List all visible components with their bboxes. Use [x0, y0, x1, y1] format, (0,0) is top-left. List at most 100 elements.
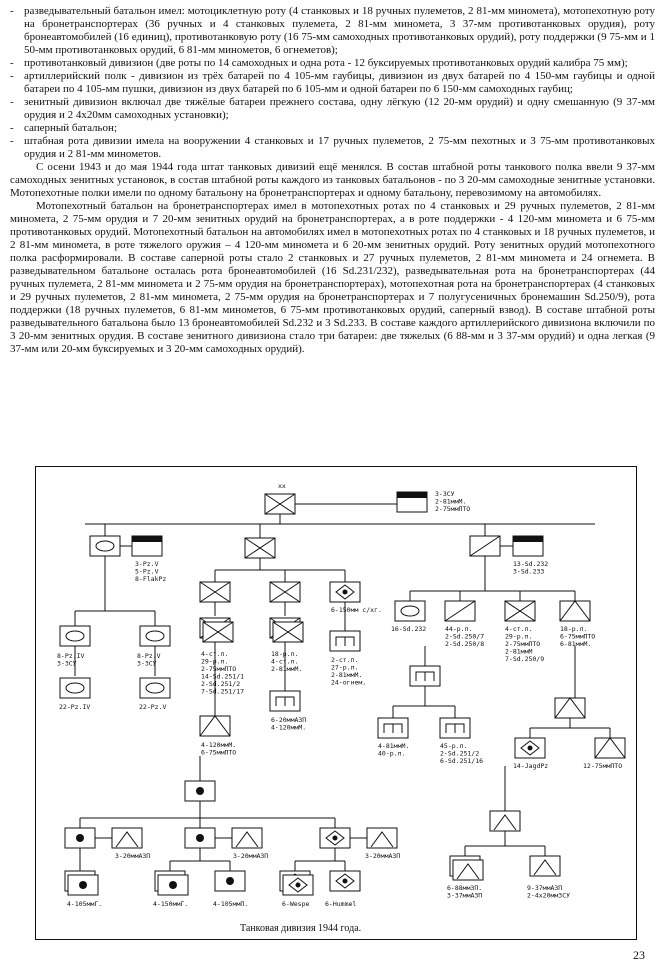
engineer-company-2: [439, 717, 471, 739]
label-line: 2-81ммМ.: [271, 665, 302, 673]
artillery-aa-3: [366, 827, 398, 849]
label-line: 2-Sd.250/8: [445, 640, 484, 648]
label-line: 2-75ммПТО: [201, 665, 236, 673]
label-line: 6-Sd.251/16: [440, 757, 483, 765]
label-line: 2-81ммМ.: [435, 498, 466, 506]
howitzer-battery-150-stack: [157, 874, 189, 896]
tank-company-2: [139, 677, 171, 699]
art-aa1-label: 3-20ммАЗП: [115, 852, 150, 860]
list-item: -артиллерийский полк - дивизион из трёх …: [10, 70, 655, 95]
label-line: 6-75ммПТО: [201, 749, 236, 757]
label-line: 3-37ммАЗП: [447, 892, 482, 900]
at-jagd-label: 14-JagdPz: [513, 762, 548, 770]
tank-co2-label: 22-Pz.V: [139, 703, 166, 711]
label-line: 22-Pz.V: [139, 703, 166, 711]
label-line: 4-120ммМ.: [201, 741, 236, 749]
list-item: -штабная рота дивизии имела на вооружени…: [10, 135, 655, 160]
inf2-co-label: 18-р.п.4-ст.п.2-81ммМ.: [271, 650, 302, 673]
label-line: 2-ст.п.: [331, 656, 358, 664]
label-line: 7-Sd.251/17: [201, 688, 244, 696]
towed-antitank-company: [594, 737, 626, 759]
label-line: 18-р.п.: [560, 625, 587, 633]
body-text: -разведывательный батальон имел: мотоцик…: [10, 5, 655, 356]
infantry-company-apc-stack: [202, 621, 234, 643]
label-line: 9-37ммАЗП: [527, 884, 562, 892]
infantry-company-truck-stack: [272, 621, 304, 643]
label-line: 14-JagdPz: [513, 762, 548, 770]
eng-co-label: 2-ст.п.27-р.п.2-81ммМ.24-огнем.: [331, 656, 366, 687]
label-line: 4-150ммГ.: [153, 900, 188, 908]
label-line: 6-150мм с/хг.: [331, 606, 382, 614]
paragraph: С осени 1943 и до мая 1944 года штат тан…: [10, 161, 655, 199]
art-g3-label: 4-105ммП.: [213, 900, 248, 908]
recon-company-apc: [444, 600, 476, 622]
howitzer-battery-105-stack: [67, 874, 99, 896]
art-g1-label: 4-105ммГ.: [67, 900, 102, 908]
engineer-battalion: [409, 665, 441, 687]
recon-hq-company: [512, 535, 544, 557]
art-g2-label: 4-150ммГ.: [153, 900, 188, 908]
label-line: 2-Sd.250/7: [445, 633, 484, 641]
infantry-regiment: [244, 537, 276, 559]
gun-battery-105: [214, 870, 246, 892]
label-line: 6-75ммПТО: [560, 633, 595, 641]
label-line: 45-р.п.: [440, 742, 467, 750]
label-line: 3-ЗСУ: [137, 660, 157, 668]
label-line: 4-81ммМ.: [378, 742, 409, 750]
label-line: 29-р.п.: [505, 633, 532, 641]
list-item: -саперный батальон;: [10, 122, 118, 134]
aa-battalion: [489, 810, 521, 832]
label-line: 44-р.п.: [445, 625, 472, 633]
aa-heavy-label: 6-88ммЗП.3-37ммАЗП: [447, 884, 482, 900]
recon-infantry-company: [504, 600, 536, 622]
label-line: 22-Pz.IV: [59, 703, 90, 711]
label-line: 6-Wespe: [282, 900, 309, 908]
label-line: 2-Sd.251/2: [201, 680, 240, 688]
division-hq: xx: [264, 482, 296, 515]
aa-heavy-battery-stack: [452, 859, 484, 881]
label-line: 6-20ммАЗП: [271, 716, 306, 724]
paragraph: Мотопехотный батальон на бронетранспорте…: [10, 200, 655, 355]
art-hummel-label: 6-Hummel: [325, 900, 356, 908]
diagram-caption: Танковая дивизия 1944 года.: [240, 923, 361, 934]
aa-light-battery: [529, 855, 561, 877]
label-line: 6-Hummel: [325, 900, 356, 908]
list-item: -зенитный дивизион включал две тяжёлые б…: [10, 96, 655, 121]
tank-regiment: [89, 535, 121, 557]
list-item: -разведывательный батальон имел: мотоцик…: [10, 5, 655, 56]
label-line: 12-75ммПТО: [583, 762, 622, 770]
label-line: 6-81ммМ.: [560, 640, 591, 648]
label-line: 3-20ммАЗП: [365, 852, 400, 860]
recon-battalion: [469, 535, 501, 557]
label-line: 3-20ммАЗП: [115, 852, 150, 860]
antitank-battalion: [554, 697, 586, 719]
division-hq-company: [396, 491, 428, 513]
inf1-sup-label: 4-120ммМ.6-75ммПТО: [201, 741, 236, 757]
label-line: 16-Sd.232: [391, 625, 426, 633]
label-line: 3-Sd.233: [513, 568, 544, 576]
label-line: 3-ЗСУ: [57, 660, 77, 668]
label-line: 14-Sd.251/1: [201, 673, 244, 681]
label-line: 5-Pz.V: [135, 568, 159, 576]
art-wespe-label: 6-Wespe: [282, 900, 309, 908]
gun-co-label: 6-150мм с/хг.: [331, 606, 382, 614]
infantry-battalion-apc: [199, 581, 231, 603]
label-line: 3-20ммАЗП: [233, 852, 268, 860]
artillery-aa-1: [111, 827, 143, 849]
label-line: 3-ЗСУ: [435, 490, 455, 498]
label-line: 2-Sd.251/2: [440, 750, 479, 758]
label-line: 2-81ммМ: [505, 648, 532, 656]
list-item: -противотанковый дивизион (две роты по 1…: [10, 57, 628, 69]
recon-ac-label: 16-Sd.232: [391, 625, 426, 633]
label-line: 7-Sd.250/9: [505, 655, 544, 663]
